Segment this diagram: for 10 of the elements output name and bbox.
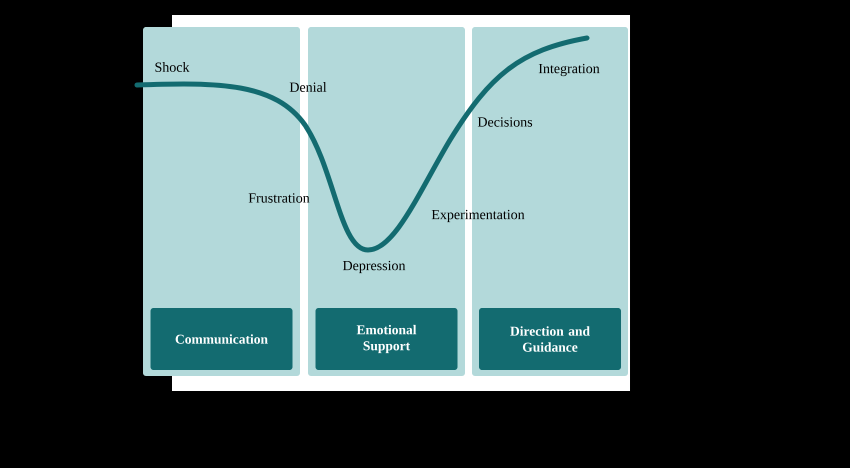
stage-label: Frustration (248, 193, 310, 203)
stage-label: Shock (155, 62, 190, 72)
stage-label: Experimentation (432, 210, 524, 222)
label-box: Direction and Guidance (479, 308, 621, 370)
stage-label: Depression (342, 260, 406, 274)
label-box: Communication (150, 308, 292, 370)
label-box: Emotional Support (316, 308, 458, 370)
stage-label: Decisions (478, 117, 532, 127)
stage-label: Integration (538, 64, 600, 76)
stage-label: Denial (290, 82, 326, 92)
